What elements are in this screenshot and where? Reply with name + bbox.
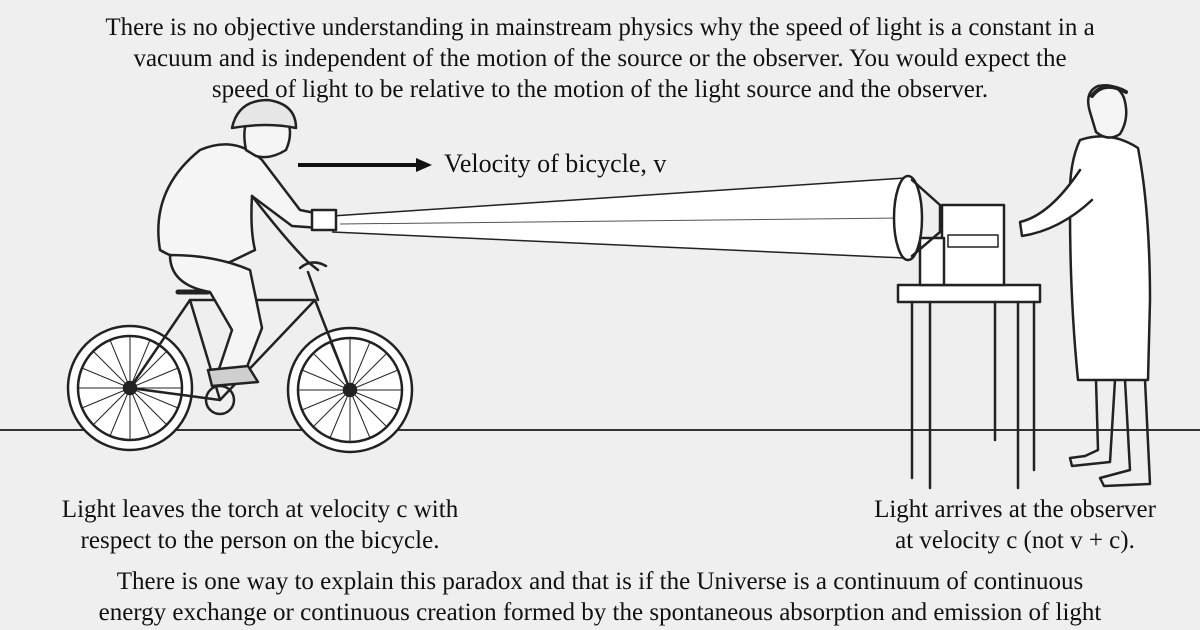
observer-caption: Light arrives at the observer at velocit…	[874, 496, 1156, 554]
scientist-with-apparatus-icon	[892, 84, 1152, 490]
arrow-right-icon	[298, 158, 432, 172]
velocity-label: Velocity of bicycle, v	[444, 149, 667, 178]
conclusion-paragraph: There is one way to explain this paradox…	[98, 568, 1102, 626]
cyclist-with-torch-icon	[66, 98, 414, 454]
light-beam	[331, 177, 906, 259]
torch-caption: Light leaves the torch at velocity c wit…	[61, 496, 459, 554]
intro-paragraph: There is no objective understanding in m…	[105, 14, 1095, 103]
